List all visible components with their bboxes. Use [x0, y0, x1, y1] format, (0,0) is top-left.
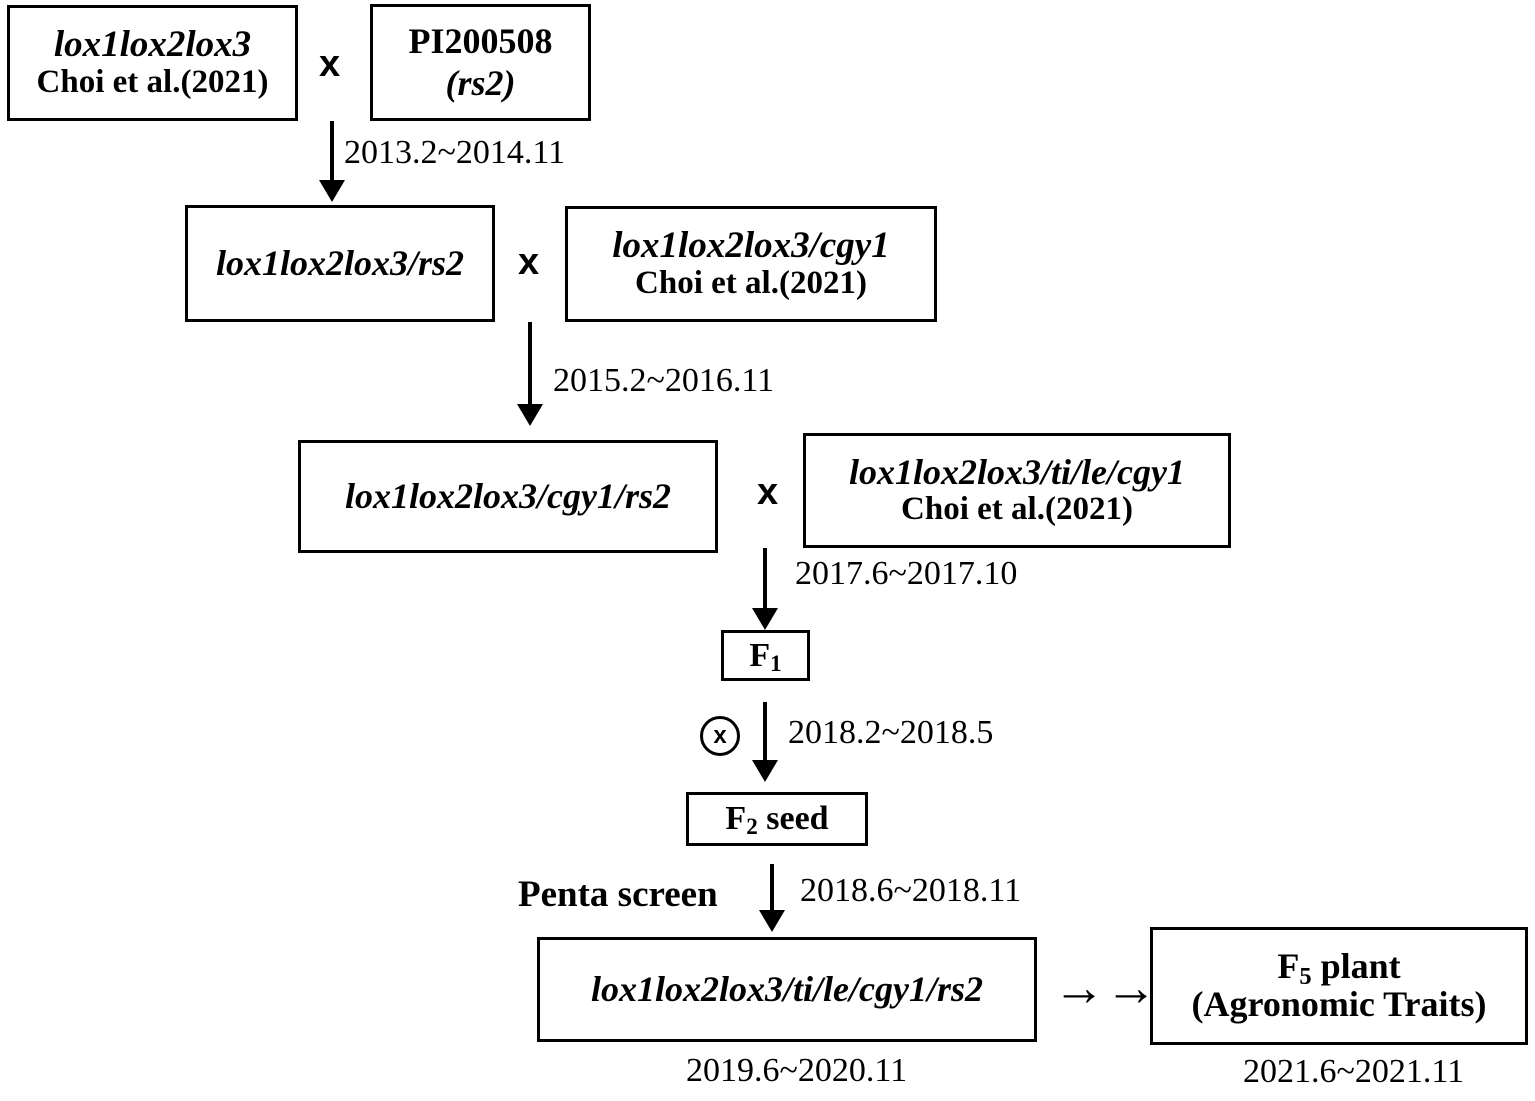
node-parent3-citation: Choi et al.(2021)	[635, 265, 867, 302]
label-date-4: 2018.2~2018.5	[788, 714, 994, 751]
node-parent3-genotype: lox1lox2lox3/cgy1	[612, 225, 890, 267]
node-parent1-citation: Choi et al.(2021)	[36, 64, 269, 101]
label-date-1: 2013.2~2014.11	[344, 134, 566, 171]
cross-symbol-1: x	[319, 43, 341, 85]
arrow-4-head	[752, 760, 778, 782]
arrow-1-head	[319, 180, 345, 202]
node-parent2-name: PI200508	[408, 20, 553, 61]
node-cross2-product-genotype: lox1lox2lox3/cgy1/rs2	[345, 475, 671, 516]
node-cross1-product: lox1lox2lox3/rs2	[185, 205, 495, 322]
node-f1: F1	[721, 630, 810, 681]
arrow-3-head	[752, 608, 778, 630]
cross-symbol-3: x	[757, 471, 779, 513]
label-date-2: 2015.2~2016.11	[553, 362, 775, 399]
node-parent1: lox1lox2lox3 Choi et al.(2021)	[7, 5, 298, 121]
arrow-4-shaft	[763, 702, 767, 766]
node-parent4: lox1lox2lox3/ti/le/cgy1 Choi et al.(2021…	[803, 433, 1231, 548]
arrow-2-head	[517, 404, 543, 426]
arrow-1-shaft	[330, 121, 334, 184]
node-f5-subscript: 5	[1299, 962, 1312, 990]
cross-symbol-2: x	[518, 241, 540, 283]
node-f5-plant-text: plant	[1311, 946, 1401, 987]
node-f5-letter: F	[1277, 946, 1300, 987]
arrow-5-head	[759, 910, 785, 932]
arrow-right-1-icon: →	[1053, 960, 1105, 1017]
label-date-7: 2021.6~2021.11	[1243, 1053, 1465, 1090]
node-cross1-product-genotype: lox1lox2lox3/rs2	[215, 242, 465, 283]
node-parent3: lox1lox2lox3/cgy1 Choi et al.(2021)	[565, 206, 937, 322]
node-parent4-genotype: lox1lox2lox3/ti/le/cgy1	[849, 452, 1185, 493]
selfing-x-glyph: x	[713, 722, 727, 749]
node-f2-seed-text: seed	[757, 800, 829, 838]
label-date-3: 2017.6~2017.10	[795, 555, 1018, 592]
node-cross2-product: lox1lox2lox3/cgy1/rs2	[298, 440, 718, 553]
node-f2-seed: F2 seed	[686, 792, 868, 846]
node-f1-subscript: 1	[770, 650, 782, 677]
arrow-5-shaft	[770, 864, 774, 916]
node-f1-label: F1	[749, 636, 782, 677]
node-parent4-citation: Choi et al.(2021)	[901, 491, 1133, 528]
label-date-5: 2018.6~2018.11	[800, 872, 1022, 909]
arrow-3-shaft	[763, 548, 767, 614]
node-penta-genotype: lox1lox2lox3/ti/le/cgy1/rs2	[537, 937, 1037, 1042]
node-f2-letter: F	[725, 800, 747, 838]
node-penta-genotype-text: lox1lox2lox3/ti/le/cgy1/rs2	[591, 968, 983, 1009]
selfing-icon: x	[700, 716, 740, 756]
node-f5-plant-traits: (Agronomic Traits)	[1191, 984, 1487, 1024]
arrow-right-2-icon: →	[1105, 960, 1157, 1017]
label-penta-screen: Penta screen	[518, 874, 718, 915]
node-parent1-genotype: lox1lox2lox3	[53, 24, 252, 66]
label-date-6: 2019.6~2020.11	[686, 1052, 908, 1089]
node-f2-subscript: 2	[746, 814, 758, 841]
node-parent2-allele: (rs2)	[445, 62, 516, 103]
node-f1-letter: F	[749, 636, 771, 674]
node-f5-plant-label: F5 plant	[1277, 946, 1401, 989]
node-f2-seed-label: F2 seed	[725, 800, 829, 841]
arrow-2-shaft	[528, 322, 532, 408]
node-parent2: PI200508 (rs2)	[370, 4, 591, 121]
node-f5-plant: F5 plant (Agronomic Traits)	[1150, 927, 1528, 1045]
